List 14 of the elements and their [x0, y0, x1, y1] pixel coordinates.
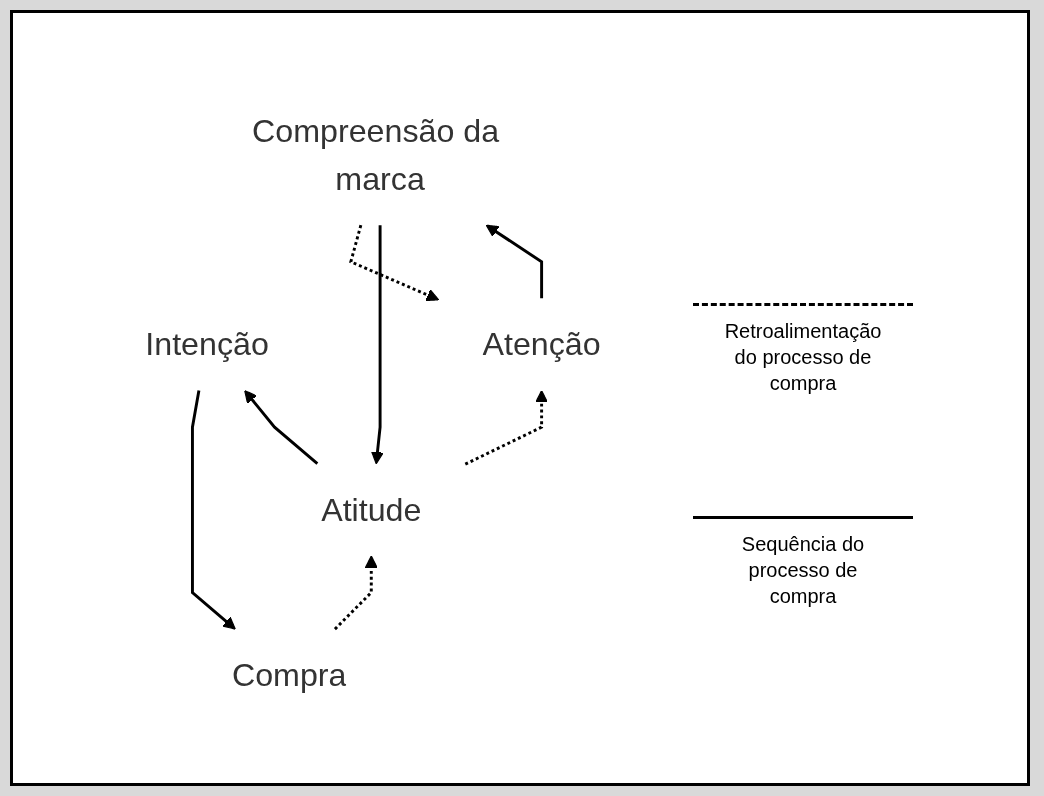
arrow [485, 224, 544, 299]
arrow [349, 224, 440, 302]
arrow [371, 225, 384, 465]
node-text: Atenção [482, 326, 601, 363]
node-text: Intenção [145, 326, 269, 363]
node-text: Atitude [321, 491, 422, 529]
node-text: Compra [231, 656, 347, 694]
arrow [191, 390, 236, 630]
legend-text: Retroalimentação do processo de compra [723, 319, 883, 396]
arrow [244, 390, 319, 465]
arrow [333, 555, 378, 631]
arrow [464, 390, 549, 466]
legend-text: Sequência do processo de compra [740, 532, 866, 609]
node-text: Compreensão da marca [252, 112, 500, 198]
